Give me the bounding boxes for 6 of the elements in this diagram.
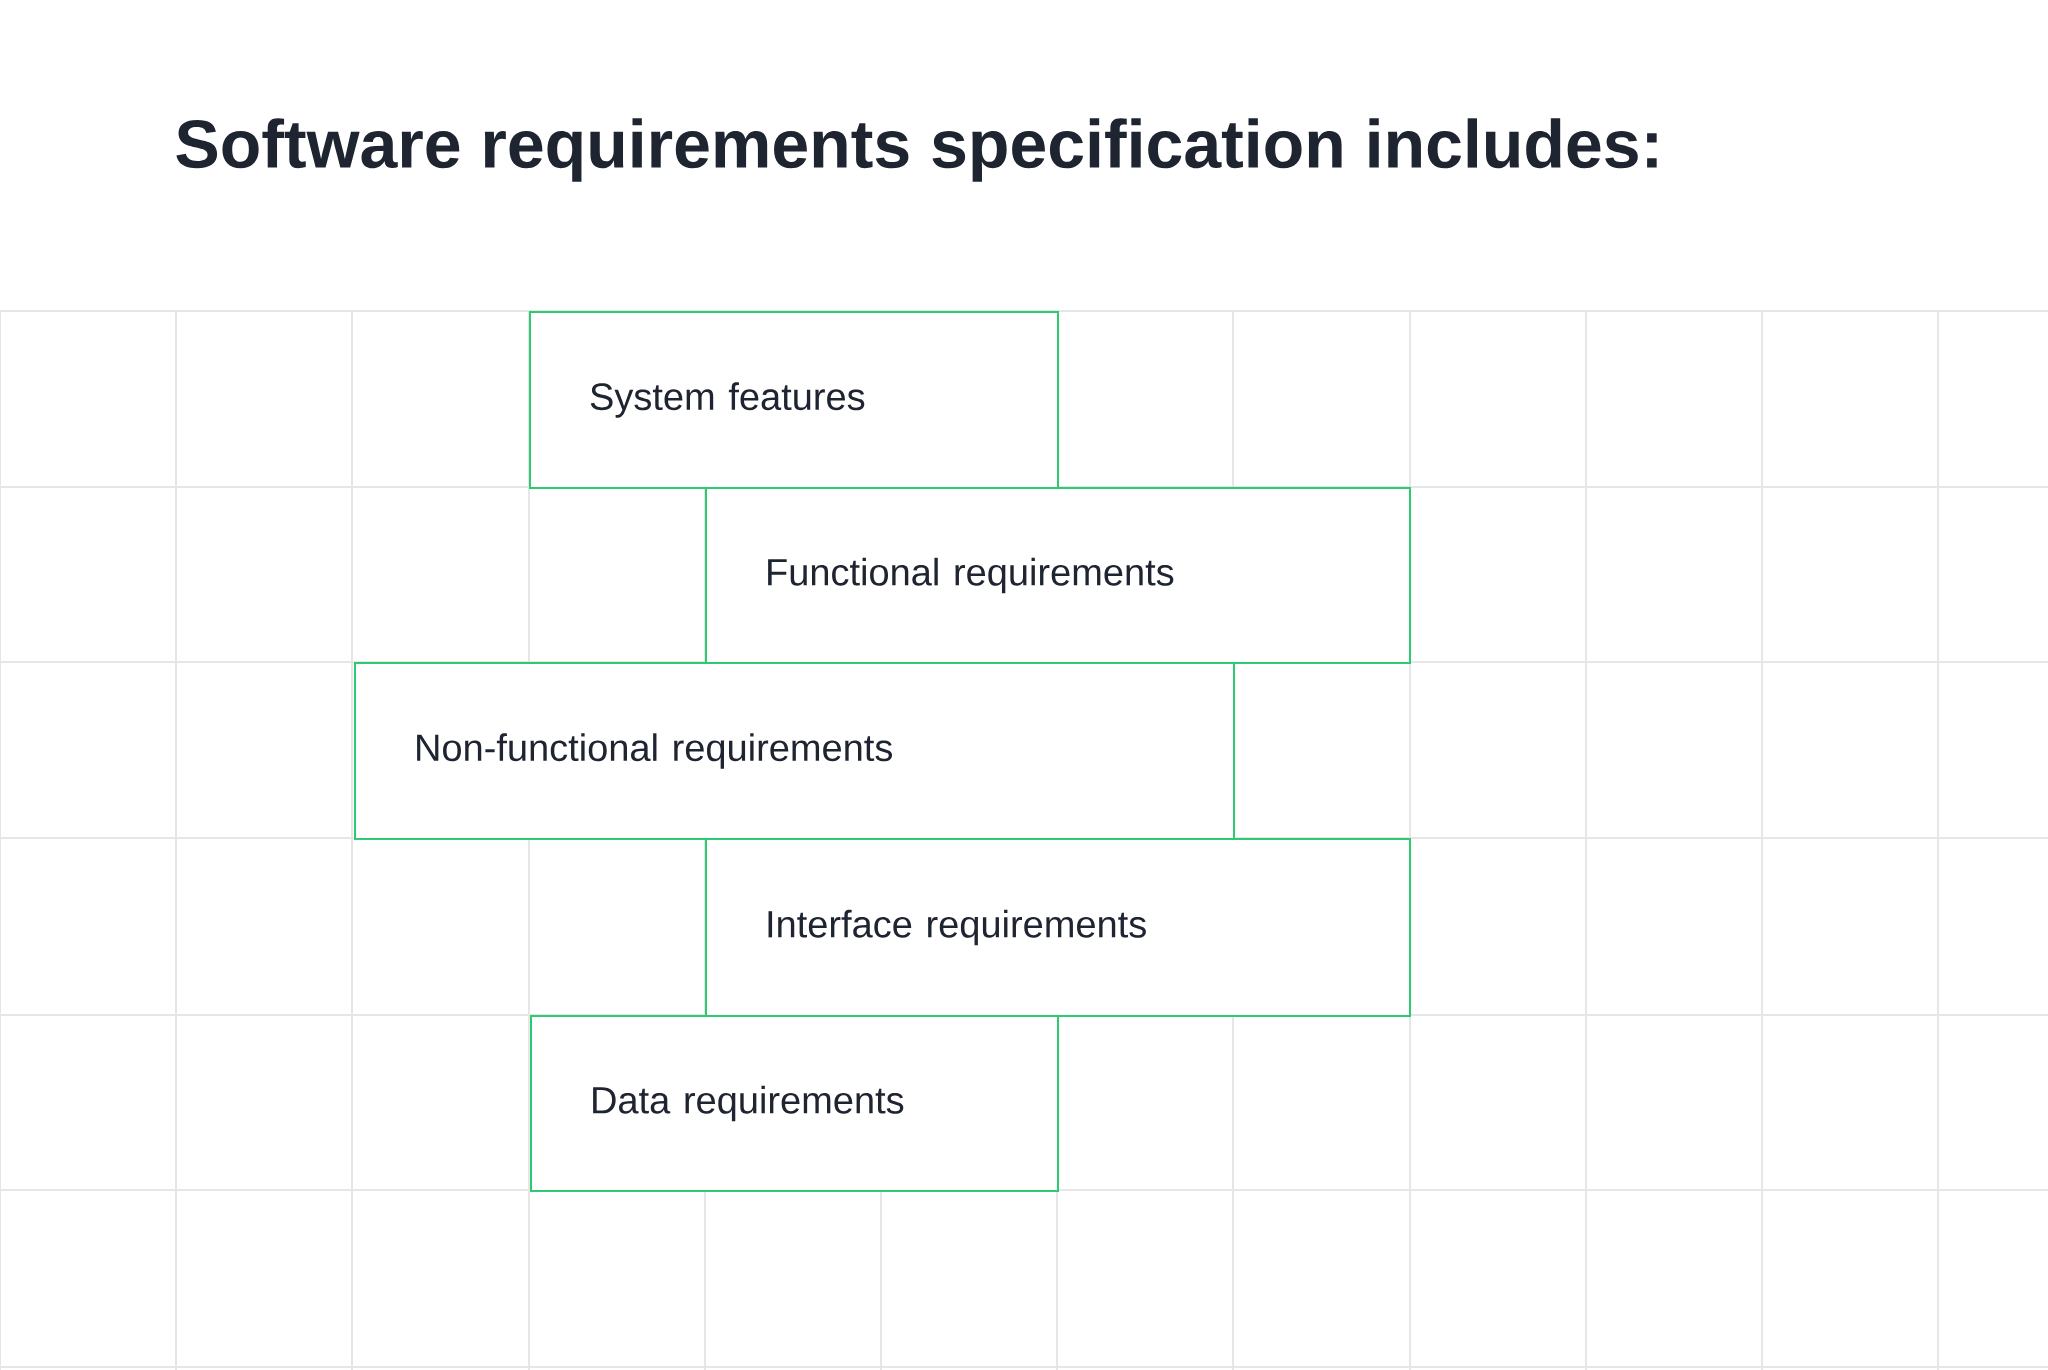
requirement-box: Interface requirements <box>705 838 1411 1017</box>
requirement-box: Functional requirements <box>705 487 1411 664</box>
requirement-box: Data requirements <box>530 1015 1059 1192</box>
requirement-box: System features <box>529 311 1059 489</box>
requirement-box: Non-functional requirements <box>354 662 1235 840</box>
title: Software requirements specification includes: <box>176 118 1657 182</box>
